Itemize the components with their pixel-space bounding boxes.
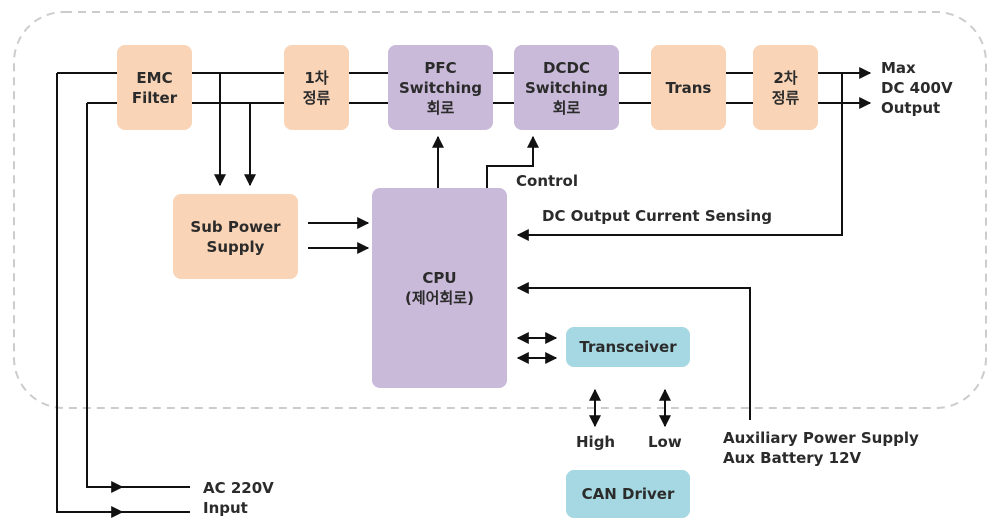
control-label: Control xyxy=(516,172,579,190)
transformer-block: Trans xyxy=(651,45,726,130)
low-label: Low xyxy=(648,433,682,451)
rectifier-2-block: 2차 정류 xyxy=(753,45,818,130)
pfc-switching-block: PFC Switching 회로 xyxy=(388,45,493,130)
dcdc-switching-block: DCDC Switching 회로 xyxy=(514,45,619,130)
ac-input-line-1 xyxy=(56,73,124,518)
can-driver-block: CAN Driver xyxy=(566,470,690,518)
cpu-to-dcdc xyxy=(486,135,539,188)
aux-supply-label: Auxiliary Power Supply Aux Battery 12V xyxy=(723,429,919,467)
transceiver-block: Transceiver xyxy=(566,327,690,367)
rectifier-1-block: 1차 정류 xyxy=(284,45,349,130)
sub-power-supply-block: Sub Power Supply xyxy=(173,194,298,279)
high-label: High xyxy=(576,433,616,451)
output-label: Max DC 400V Output xyxy=(881,59,953,117)
sensing-label: DC Output Current Sensing xyxy=(542,207,772,225)
aux-supply-line xyxy=(516,282,751,420)
sensing-feedback xyxy=(516,73,843,241)
system-boundary xyxy=(13,11,987,409)
cpu-block: CPU (제어회로) xyxy=(372,188,507,388)
ac-input-label: AC 220V Input xyxy=(203,479,274,517)
ac-input-line-2 xyxy=(86,103,124,493)
emc-filter-block: EMC Filter xyxy=(117,45,192,130)
